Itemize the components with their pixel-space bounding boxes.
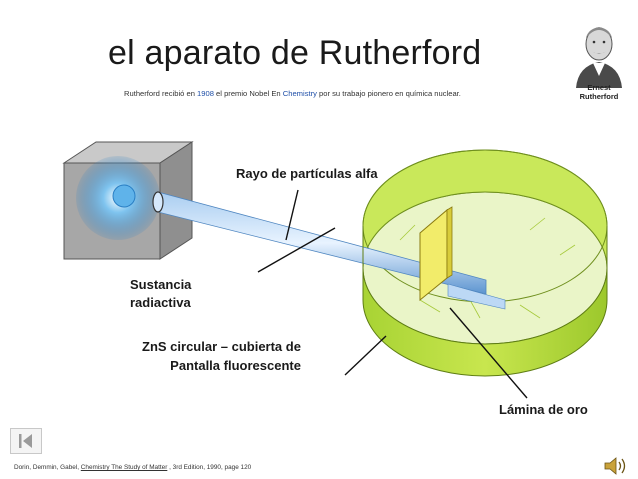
subtitle-mid: el premio Nobel En: [213, 89, 283, 98]
label-substance-line2: radiactiva: [130, 295, 191, 310]
label-gold-foil: Lámina de oro: [499, 402, 588, 417]
label-alpha-ray: Rayo de partículas alfa: [236, 166, 378, 181]
citation-book: Chemistry The Study of Matter: [80, 464, 168, 471]
label-substance-line1: Sustancia: [130, 277, 192, 292]
label-radioactive-substance: Sustancia radiactiva: [130, 276, 191, 312]
speaker-icon[interactable]: [603, 455, 629, 477]
citation: Dorin, Demmin, Gabel, Chemistry The Stud…: [14, 464, 251, 471]
portrait-caption-line2: Rutherford: [579, 92, 619, 101]
subtitle: Rutherford recibió en 1908 el premio Nob…: [124, 89, 461, 98]
zns-leader: [344, 335, 387, 376]
label-zns-line2: Pantalla fluorescente: [170, 358, 301, 373]
citation-rest: , 3rd Edition, 1990, page 120: [167, 464, 252, 471]
portrait-caption-line1: Ernest: [587, 83, 611, 92]
back-arrow-icon[interactable]: [10, 428, 42, 454]
label-zns-screen: ZnS circular – cubierta de Pantalla fluo…: [142, 337, 301, 375]
leader-lines: [257, 189, 528, 399]
subtitle-suffix: por su trabajo pionero en química nuclea…: [316, 89, 461, 98]
alpha-beam: [152, 191, 487, 295]
scatter-traces: [399, 217, 576, 319]
page-title: el aparato de Rutherford: [108, 34, 482, 72]
citation-authors: Dorin, Demmin, Gabel,: [14, 464, 81, 471]
label-zns-line1: ZnS circular – cubierta de: [142, 339, 301, 354]
substance-leader: [257, 227, 336, 273]
subtitle-prefix: Rutherford recibió en: [124, 89, 198, 98]
radioactive-sample: [112, 184, 136, 208]
gold-foil: [419, 206, 453, 302]
beam-continuation: [447, 283, 506, 310]
ray-leader: [285, 189, 299, 241]
zns-screen-back: [362, 149, 608, 345]
subtitle-field: Chemistry: [282, 89, 317, 98]
beam-aperture: [152, 191, 164, 213]
subtitle-year: 1908: [197, 89, 214, 98]
rutherford-portrait: [566, 16, 632, 88]
portrait-caption: Ernest Rutherford: [566, 83, 632, 101]
zns-screen-front: [362, 226, 608, 377]
gold-leader: [449, 307, 528, 399]
